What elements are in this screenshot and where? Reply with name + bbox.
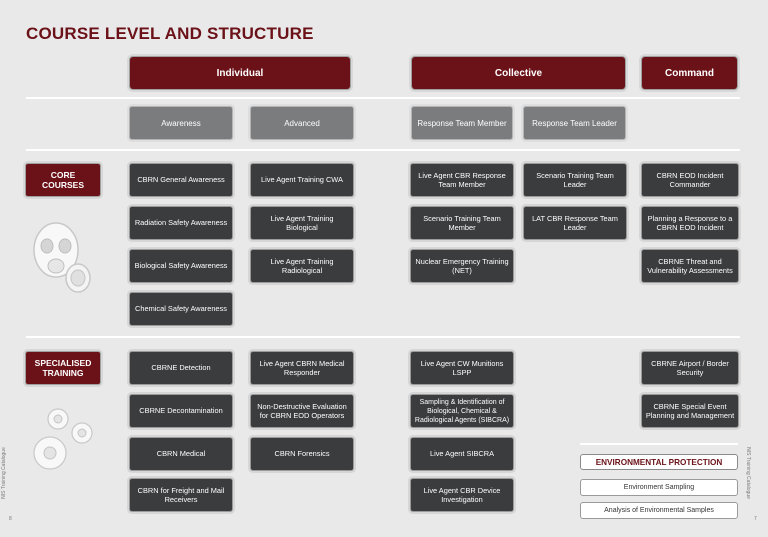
header-command: Command bbox=[642, 57, 737, 89]
page-number-right: 7 bbox=[754, 516, 757, 522]
divider-environmental bbox=[580, 443, 738, 445]
course-live-agent-training-cwa: Live Agent Training CWA bbox=[251, 164, 353, 196]
gears-icon bbox=[33, 408, 93, 470]
course-cbrne-decontamination: CBRNE Decontamination bbox=[130, 395, 232, 427]
course-live-agent-training-radiological: Live Agent Training Radiological bbox=[251, 250, 353, 282]
course-cbrn-forensics: CBRN Forensics bbox=[251, 438, 353, 470]
divider-core bbox=[26, 149, 740, 151]
course-biological-safety-awareness: Biological Safety Awareness bbox=[130, 250, 232, 282]
side-text-right: NIS Training Catalogue bbox=[744, 447, 751, 499]
level-response-team-leader: Response Team Leader bbox=[524, 107, 625, 139]
course-live-agent-cbr-device-investigation: Live Agent CBR Device Investigation bbox=[411, 479, 513, 511]
header-collective: Collective bbox=[412, 57, 625, 89]
course-live-agent-cbr-response-team-member: Live Agent CBR Response Team Member bbox=[411, 164, 513, 196]
course-cbrne-airport-border-security: CBRNE Airport / Border Security bbox=[642, 352, 738, 384]
level-awareness: Awareness bbox=[130, 107, 232, 139]
course-environment-sampling: Environment Sampling bbox=[580, 479, 738, 496]
page-title: COURSE LEVEL AND STRUCTURE bbox=[26, 24, 314, 43]
environmental-protection-title: ENVIRONMENTAL PROTECTION bbox=[580, 454, 738, 470]
section-core-courses: CORE COURSES bbox=[26, 164, 100, 196]
side-text-left: NIS Training Catalogue bbox=[0, 447, 7, 499]
level-advanced: Advanced bbox=[251, 107, 353, 139]
course-non-destructive-evaluation: Non-Destructive Evaluation for CBRN EOD … bbox=[251, 395, 353, 427]
course-planning-response-cbrn-eod: Planning a Response to a CBRN EOD Incide… bbox=[642, 207, 738, 239]
course-cbrne-detection: CBRNE Detection bbox=[130, 352, 232, 384]
course-chemical-safety-awareness: Chemical Safety Awareness bbox=[130, 293, 232, 325]
page-number-left: 8 bbox=[9, 516, 12, 522]
course-live-agent-sibcra: Live Agent SIBCRA bbox=[411, 438, 513, 470]
course-cbrne-threat-vulnerability: CBRNE Threat and Vulnerability Assessmen… bbox=[642, 250, 738, 282]
course-scenario-training-team-leader: Scenario Training Team Leader bbox=[524, 164, 626, 196]
course-lat-cbr-response-team-leader: LAT CBR Response Team Leader bbox=[524, 207, 626, 239]
course-cbrne-special-event-planning: CBRNE Special Event Planning and Managem… bbox=[642, 395, 738, 427]
level-response-team-member: Response Team Member bbox=[412, 107, 512, 139]
course-analysis-environmental-samples: Analysis of Environmental Samples bbox=[580, 502, 738, 519]
divider-specialised bbox=[26, 336, 740, 338]
course-cbrn-medical: CBRN Medical bbox=[130, 438, 232, 470]
course-cbrn-freight-mail: CBRN for Freight and Mail Receivers bbox=[130, 479, 232, 511]
course-scenario-training-team-member: Scenario Training Team Member bbox=[411, 207, 513, 239]
course-live-agent-training-biological: Live Agent Training Biological bbox=[251, 207, 353, 239]
course-radiation-safety-awareness: Radiation Safety Awareness bbox=[130, 207, 232, 239]
course-live-agent-cbrn-medical-responder: Live Agent CBRN Medical Responder bbox=[251, 352, 353, 384]
course-cbrn-general-awareness: CBRN General Awareness bbox=[130, 164, 232, 196]
course-live-agent-cw-munitions: Live Agent CW Munitions LSPP bbox=[411, 352, 513, 384]
course-cbrn-eod-incident-commander: CBRN EOD Incident Commander bbox=[642, 164, 738, 196]
divider-top bbox=[26, 97, 740, 99]
gas-mask-icon bbox=[33, 222, 91, 293]
course-sibcra: Sampling & Identification of Biological,… bbox=[411, 395, 513, 427]
course-nuclear-emergency-training: Nuclear Emergency Training (NET) bbox=[411, 250, 513, 282]
header-individual: Individual bbox=[130, 57, 350, 89]
section-specialised-training: SPECIALISED TRAINING bbox=[26, 352, 100, 384]
